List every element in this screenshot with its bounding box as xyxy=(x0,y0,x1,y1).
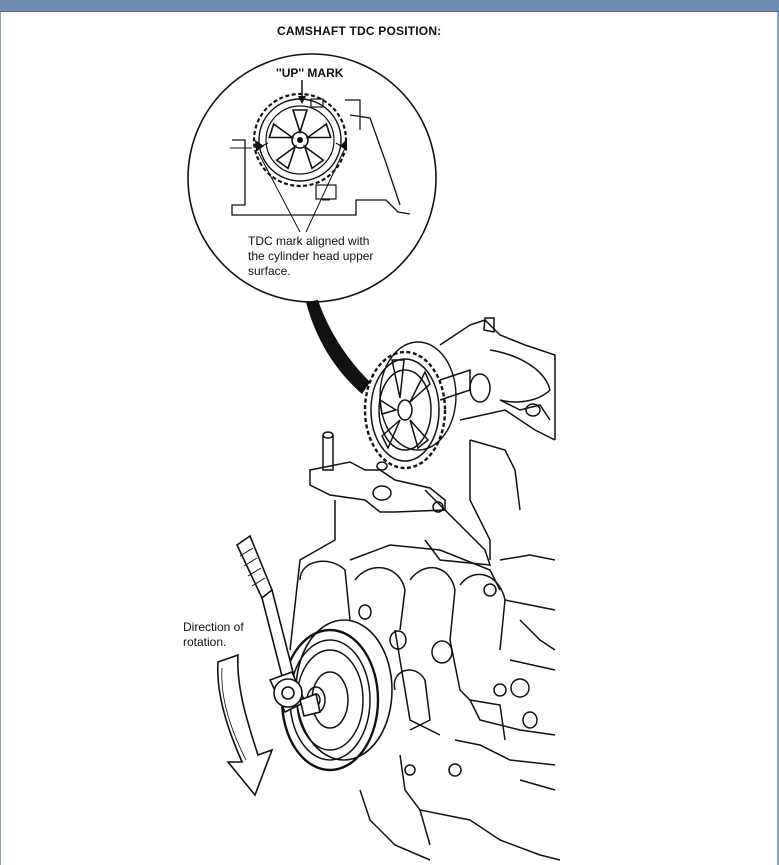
socket-wrench-icon xyxy=(235,534,321,717)
magnified-camshaft-pulley-inset xyxy=(187,53,437,303)
diagram-title: CAMSHAFT TDC POSITION: xyxy=(277,24,442,38)
direction-of-rotation-label: Direction of rotation. xyxy=(183,620,244,649)
callout-pointer xyxy=(306,300,370,394)
window-title-bar xyxy=(0,0,779,12)
frame-border-right xyxy=(777,12,779,865)
rotation-arrow-icon xyxy=(216,653,274,797)
camshaft-pulley-icon xyxy=(363,341,457,470)
inset-camshaft-gear-icon xyxy=(252,92,348,188)
tdc-mark-note: TDC mark aligned with the cylinder head … xyxy=(248,234,374,278)
engine-block-illustration xyxy=(280,317,561,861)
frame-border-left xyxy=(0,12,1,865)
up-mark-label: ''UP'' MARK xyxy=(276,66,344,80)
